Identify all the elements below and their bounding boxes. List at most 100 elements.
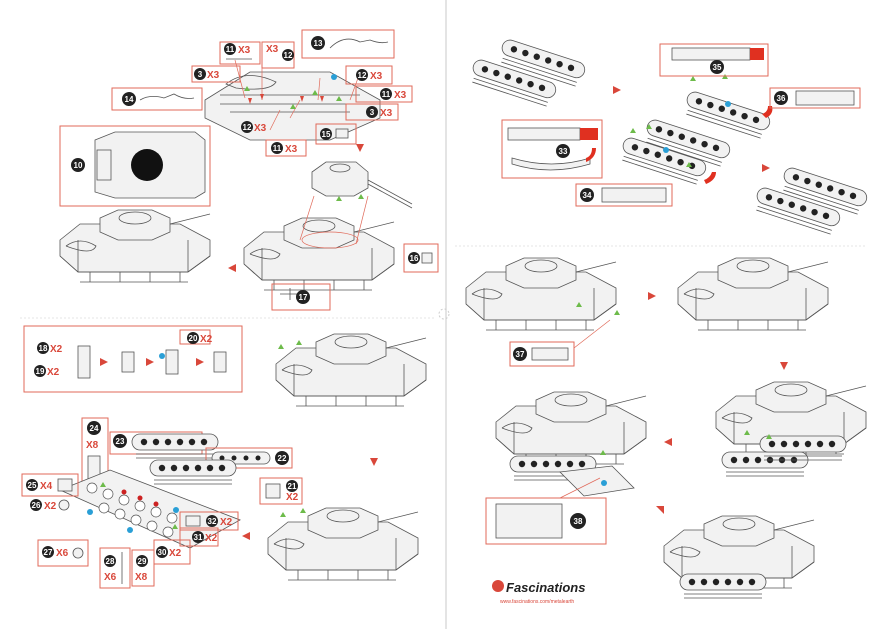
step-tracks-install	[715, 381, 867, 477]
step-completed-tank	[663, 515, 815, 599]
svg-text:30: 30	[158, 548, 167, 557]
svg-text:31: 31	[194, 533, 203, 542]
arrow-down-3	[780, 362, 788, 370]
callout-box-17: 17	[271, 283, 331, 311]
svg-text:25: 25	[28, 481, 37, 490]
svg-text:38: 38	[574, 517, 583, 526]
svg-text:11: 11	[226, 45, 235, 54]
callout-box-16: 16	[403, 243, 439, 273]
callout-box-27: 27 X6	[37, 539, 89, 567]
svg-text:23: 23	[116, 437, 125, 446]
svg-text:12: 12	[358, 71, 367, 80]
svg-text:X3: X3	[207, 70, 220, 81]
arrow-right-2	[762, 164, 770, 172]
svg-text:X2: X2	[169, 548, 182, 559]
svg-text:33: 33	[559, 147, 568, 156]
callout-11-bottom: 11 X3	[265, 139, 307, 157]
brand-name: Fascinations	[506, 580, 585, 595]
svg-text:15: 15	[322, 130, 331, 139]
svg-text:12: 12	[243, 123, 252, 132]
svg-text:3: 3	[370, 108, 375, 117]
callout-box-23: 23	[109, 431, 219, 459]
callout-box-36: 36	[769, 87, 861, 109]
step-hull-final-left	[267, 507, 419, 581]
svg-text:11: 11	[273, 144, 282, 153]
svg-text:X2: X2	[47, 367, 60, 378]
callout-12-top: X3 12	[261, 41, 295, 69]
step-hull-complete-a	[59, 209, 211, 283]
svg-text:26: 26	[32, 501, 41, 510]
svg-text:34: 34	[583, 191, 592, 200]
callout-box-22: 22	[205, 447, 293, 469]
callout-box-13: 13	[301, 29, 395, 59]
callout-box-38: 38	[485, 477, 607, 545]
step-turret-drop	[243, 161, 413, 291]
callout-11-right: 11 X3	[355, 85, 413, 103]
svg-text:X3: X3	[285, 144, 298, 155]
svg-text:X3: X3	[266, 44, 279, 55]
svg-text:22: 22	[278, 454, 287, 463]
callout-box-25: 25 X4	[21, 473, 79, 497]
svg-text:X2: X2	[286, 492, 299, 503]
step-hull-side-hatches	[275, 333, 427, 407]
arrow-down-right	[656, 506, 664, 514]
brand-logo: Fascinations www.fascinations.com/metale…	[492, 580, 585, 605]
svg-text:20: 20	[189, 334, 198, 343]
callout-3-left: 3 X3	[191, 65, 241, 83]
svg-text:16: 16	[410, 254, 419, 263]
svg-text:29: 29	[138, 557, 147, 566]
svg-text:X6: X6	[56, 548, 69, 559]
step-final-hull-b	[677, 257, 829, 331]
svg-text:X3: X3	[380, 108, 393, 119]
svg-text:24: 24	[90, 424, 99, 433]
callout-box-18-20: 18 X2 19 X2 20 X2	[23, 325, 243, 393]
part-number-13: 13	[314, 39, 323, 48]
svg-text:21: 21	[288, 482, 297, 491]
svg-text:11: 11	[382, 90, 391, 99]
arrow-left-2	[242, 532, 250, 540]
svg-text:X3: X3	[370, 71, 383, 82]
step-fenders	[468, 37, 870, 236]
step-final-hull-a	[465, 257, 620, 331]
arrow-right-1	[613, 86, 621, 94]
svg-text:X2: X2	[44, 501, 57, 512]
part-number-14: 14	[125, 95, 134, 104]
svg-text:X3: X3	[394, 90, 407, 101]
svg-text:X4: X4	[40, 481, 53, 492]
svg-text:X2: X2	[50, 344, 63, 355]
arrow-down-2	[370, 458, 378, 466]
callout-box-32: 32 X2	[179, 511, 239, 531]
callout-box-24: 24 X8	[81, 417, 109, 489]
callout-box-34: 34	[575, 183, 673, 207]
step-hull-top	[204, 59, 381, 141]
svg-text:17: 17	[299, 293, 308, 302]
callout-11-top: 11 X3	[219, 41, 261, 65]
callout-box-37: 37	[509, 319, 611, 367]
spinner-mark	[438, 308, 450, 320]
svg-text:X8: X8	[135, 572, 148, 583]
callout-box-33: 33	[501, 119, 603, 179]
arrow-left-3	[664, 438, 672, 446]
callout-12-bottom: 12 X3	[241, 121, 267, 134]
svg-text:X6: X6	[104, 572, 117, 583]
svg-text:37: 37	[516, 350, 525, 359]
part-number-10: 10	[74, 161, 83, 170]
callout-box-15: 15	[315, 123, 357, 145]
callout-26: 26 X2	[30, 499, 70, 512]
svg-text:3: 3	[198, 70, 203, 79]
callout-box-10: 10	[59, 125, 211, 207]
callout-box-31: 31 X2	[179, 527, 219, 547]
callout-box-21: 21 X2	[259, 477, 303, 505]
svg-text:X2: X2	[200, 334, 213, 345]
callout-box-30: 30 X2	[153, 539, 191, 565]
svg-text:X2: X2	[220, 517, 233, 528]
step-side-skirt	[495, 391, 647, 497]
svg-text:X2: X2	[205, 533, 218, 544]
callout-box-29: 29 X8	[131, 549, 155, 587]
svg-text:28: 28	[106, 557, 115, 566]
svg-text:19: 19	[36, 367, 45, 376]
svg-text:X8: X8	[86, 440, 99, 451]
callout-12-right: 12 X3	[345, 65, 393, 85]
svg-text:35: 35	[713, 63, 722, 72]
